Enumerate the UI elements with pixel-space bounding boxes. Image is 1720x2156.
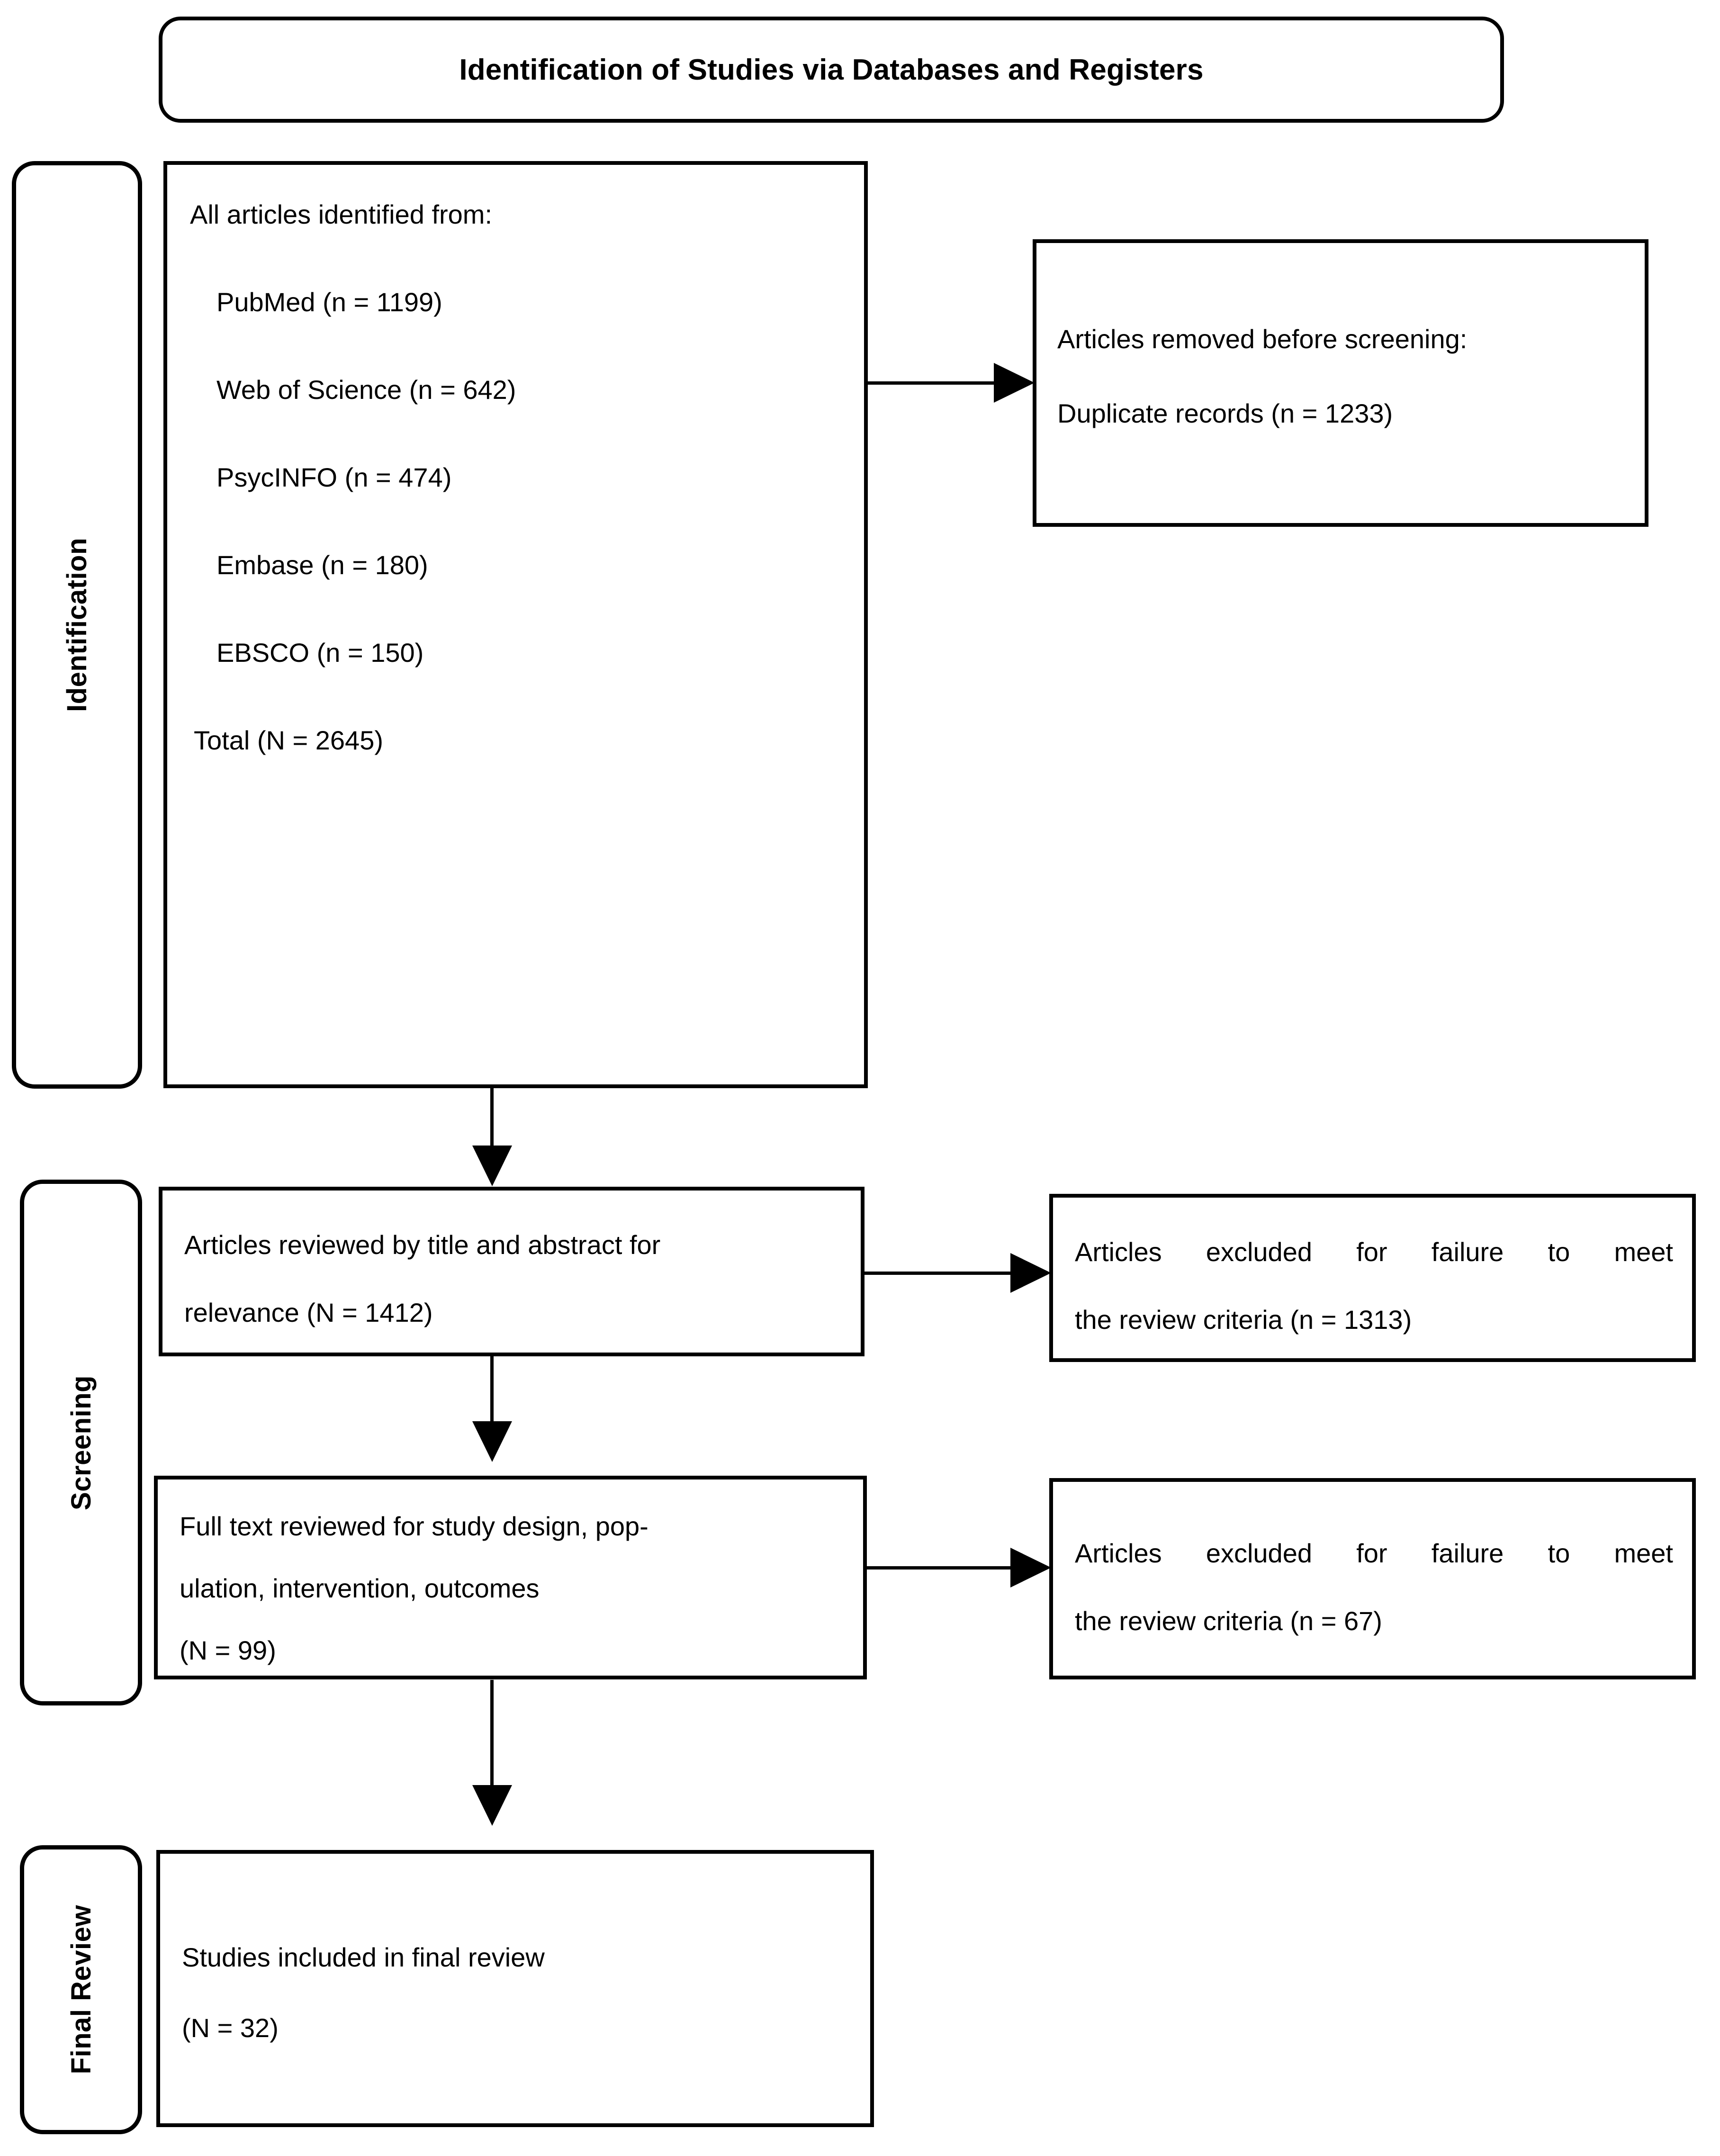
final-review-line-2: (N = 32) [182,2013,279,2043]
removed-before-screening-box: Articles removed before screening: Dupli… [1033,239,1648,527]
excluded-title-abstract-box: Articles excluded for failure to meet th… [1049,1194,1696,1362]
removed-before-screening-line-1: Articles removed before screening: [1057,324,1468,354]
removed-before-screening-line-2: Duplicate records (n = 1233) [1057,398,1393,428]
list-item: PubMed (n = 1199) [216,287,442,317]
page-title: Identification of Studies via Databases … [459,53,1204,86]
title-abstract-screening-box: Articles reviewed by title and abstract … [159,1187,865,1356]
title-abstract-screening-line-1: Articles reviewed by title and abstract … [184,1230,661,1260]
arrow-right-icon [1010,1253,1051,1293]
arrow-right-icon [994,363,1035,403]
excluded-full-text-line-2: the review criteria (n = 67) [1075,1606,1382,1636]
stage-label-identification-text: Identification [62,538,92,712]
connector-line [490,1088,494,1155]
excluded-full-text-box: Articles excluded for failure to meet th… [1049,1478,1696,1679]
connector-line [865,1272,1010,1275]
arrow-down-icon [472,1421,512,1462]
list-item: EBSCO (n = 150) [216,638,424,668]
list-item: Embase (n = 180) [216,550,428,580]
title-abstract-screening-line-2: relevance (N = 1412) [184,1298,433,1327]
final-review-line-1: Studies included in final review [182,1942,545,1972]
stage-label-screening-text: Screening [65,1375,97,1510]
connector-line [868,381,994,385]
final-review-box: Studies included in final review (N = 32… [156,1850,874,2127]
excluded-title-abstract-line-1: Articles excluded for failure to meet [1075,1237,1673,1267]
list-item: Web of Science (n = 642) [216,375,516,405]
arrow-right-icon [1010,1548,1051,1588]
stage-label-final-review: Final Review [20,1845,142,2134]
arrow-down-icon [472,1146,512,1186]
identification-heading: All articles identified from: [190,199,493,229]
full-text-review-line-1: Full text reviewed for study design, pop… [180,1511,648,1541]
full-text-review-box: Full text reviewed for study design, pop… [154,1476,867,1679]
connector-line [867,1566,1010,1570]
stage-label-screening: Screening [20,1180,142,1705]
connector-line [490,1680,494,1794]
identification-source-list: PubMed (n = 1199) Web of Science (n = 64… [190,287,845,668]
stage-label-identification: Identification [12,161,142,1089]
list-item: PsycINFO (n = 474) [216,462,452,492]
stage-label-final-review-text: Final Review [65,1905,97,2075]
identification-sources-box: All articles identified from: PubMed (n … [163,161,868,1088]
full-text-review-line-3: (N = 99) [180,1635,276,1665]
excluded-full-text-line-1: Articles excluded for failure to meet [1075,1538,1673,1568]
full-text-review-line-2: ulation, intervention, outcomes [180,1573,540,1603]
diagram-header-banner: Identification of Studies via Databases … [159,17,1504,123]
arrow-down-icon [472,1785,512,1826]
identification-total: Total (N = 2645) [194,725,383,755]
excluded-title-abstract-line-2: the review criteria (n = 1313) [1075,1305,1412,1335]
connector-line [490,1356,494,1428]
